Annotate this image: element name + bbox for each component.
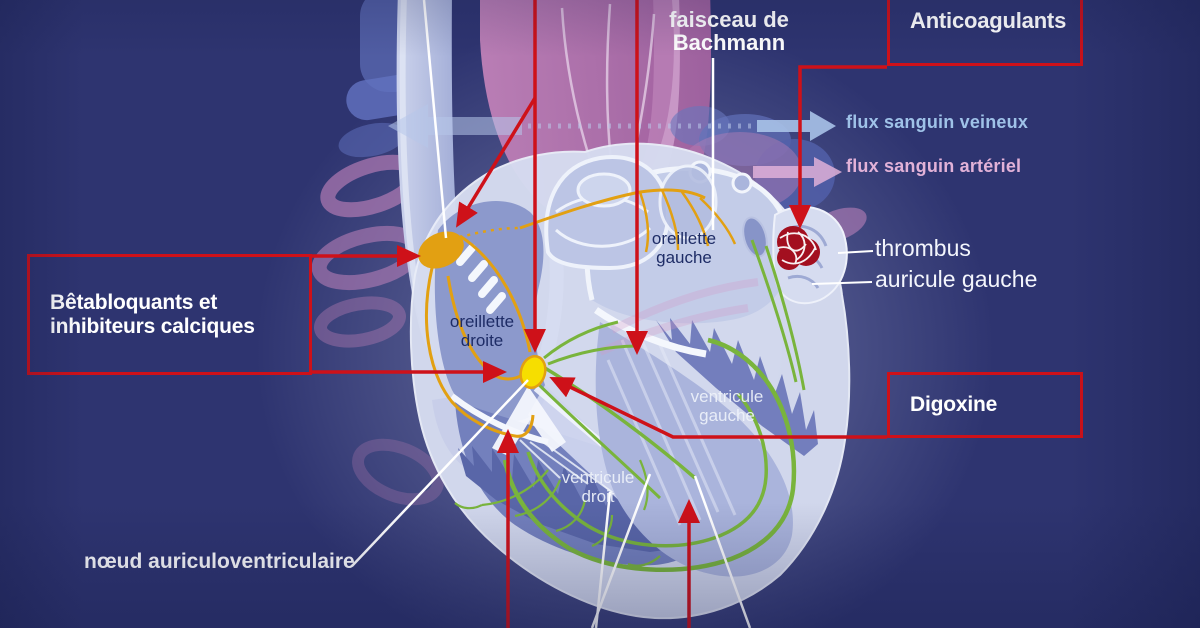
leader-bottom-3 <box>693 475 752 628</box>
leader-sinus-node <box>422 0 448 239</box>
valve-whites <box>450 307 707 493</box>
arterial-flow-streaks <box>598 278 759 356</box>
betabloquants-label-line2: inhibiteurs calciques <box>50 314 255 338</box>
ventricule-gauche-label: ventricule gauche <box>690 387 764 425</box>
oreillette-droite-label: oreillette droite <box>449 312 515 350</box>
noeud-av-label: nœud auriculoventriculaire <box>84 550 355 573</box>
pulmonary-vein-ostium <box>742 216 768 258</box>
auricule-gauche-label: auricule gauche <box>875 266 1038 292</box>
red-annotation-lines <box>311 0 887 628</box>
white-leader-lines <box>351 0 874 628</box>
leader-thrombus <box>837 250 874 254</box>
bachmann-label: faisceau de Bachmann <box>669 7 789 55</box>
digoxine-label: Digoxine <box>910 393 998 416</box>
red-arrow-to-sinus-node-diagonal <box>456 97 537 228</box>
arterial-flow-label: flux sanguin artériel <box>846 156 1022 176</box>
pectinate-muscles <box>456 244 506 314</box>
red-leader-anticoagulants <box>789 65 887 229</box>
anticoagulants-box: Anticoagulants <box>887 0 1083 66</box>
left-ventricle <box>595 322 793 577</box>
venous-flow-arrow-left <box>388 104 522 148</box>
leader-bottom-1 <box>590 473 652 628</box>
oreillette-gauche-label: oreillette gauche <box>651 229 717 267</box>
sinus-node <box>418 231 464 269</box>
bachmann-bundle <box>519 188 706 230</box>
anticoagulants-label: Anticoagulants <box>910 8 1067 33</box>
betabloquants-label-line1: Bêtabloquants et <box>50 290 218 314</box>
arterial-legend-arrow <box>753 157 842 187</box>
ventricule-droit-label: ventricule droit <box>561 468 635 506</box>
leader-bottom-2 <box>594 491 612 628</box>
venous-legend-arrow <box>757 111 836 141</box>
flow-arrows <box>388 104 842 356</box>
digoxine-box: Digoxine <box>887 372 1083 438</box>
betabloquants-box: Bêtabloquants et inhibiteurs calciques <box>27 254 312 375</box>
leader-noeud-av <box>351 379 529 567</box>
venous-flow-label: flux sanguin veineux <box>846 112 1029 132</box>
thrombus-label: thrombus <box>875 235 971 261</box>
red-leader-digoxine <box>549 376 887 439</box>
thrombus-blob <box>777 226 820 270</box>
leader-auricule <box>811 281 873 285</box>
